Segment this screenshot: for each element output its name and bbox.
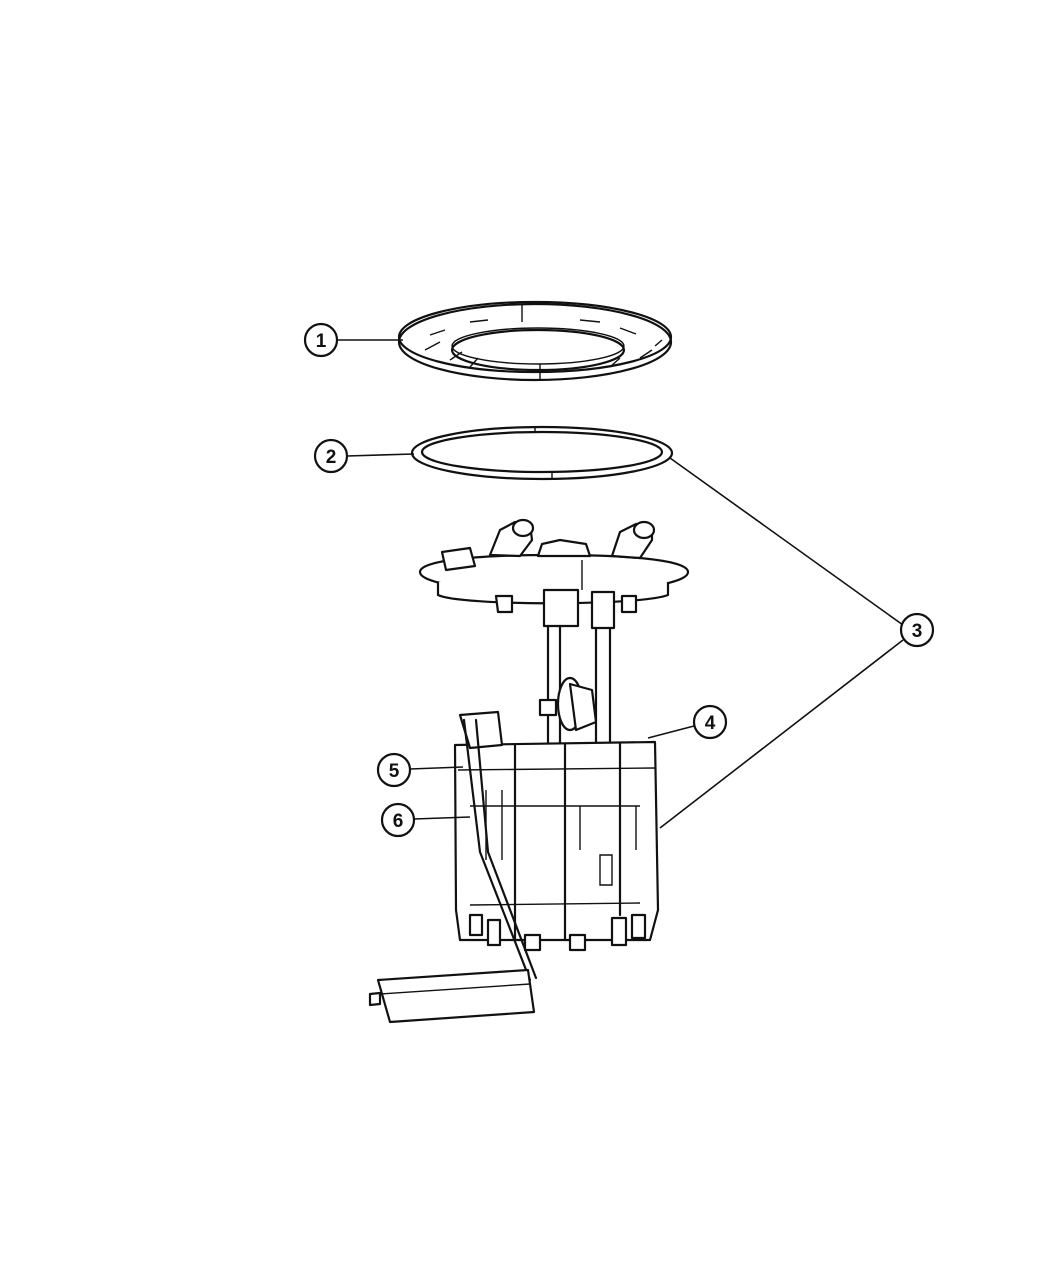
callout-1: 1: [303, 322, 339, 358]
callout-6: 6: [380, 802, 416, 838]
gasket-ring-part: [410, 425, 674, 481]
leader-lines: [337, 339, 904, 829]
callout-3: 3: [899, 612, 935, 648]
pump-module-assembly: [418, 518, 690, 952]
callout-4-label: 4: [705, 713, 716, 734]
lock-ring-part: [397, 300, 673, 382]
callout-5-label: 5: [389, 761, 400, 782]
fuel-level-sender-part: [368, 710, 538, 1024]
callout-5: 5: [376, 752, 412, 788]
callout-3-label: 3: [912, 621, 923, 642]
callout-4: 4: [692, 704, 728, 740]
callout-2-label: 2: [326, 447, 337, 468]
callout-2: 2: [313, 438, 349, 474]
callout-6-label: 6: [393, 811, 404, 832]
callout-1-label: 1: [316, 331, 327, 352]
